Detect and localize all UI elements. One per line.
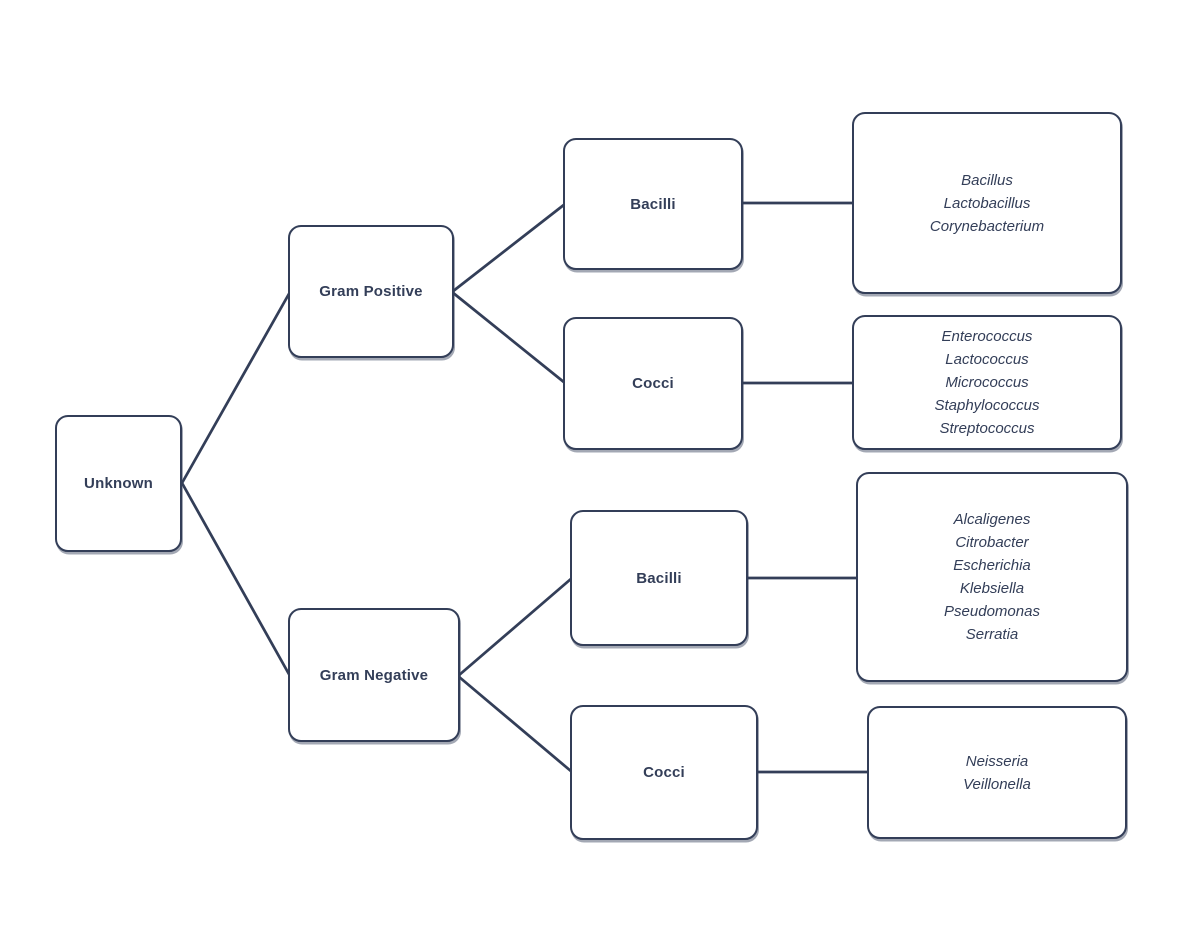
genus-item: Streptococcus: [939, 420, 1035, 437]
node-gp-cocci: Cocci: [563, 317, 743, 450]
node-gp-cocci-genera: Enterococcus Lactococcus Micrococcus Sta…: [852, 315, 1122, 450]
node-gram-positive: Gram Positive: [288, 225, 454, 358]
edge-unknown-gram-positive: [180, 290, 292, 485]
node-gram-positive-label: Gram Positive: [319, 283, 423, 300]
node-gp-bacilli-label: Bacilli: [630, 195, 676, 213]
genus-item: Klebsiella: [959, 580, 1025, 597]
node-gn-cocci-label: Cocci: [643, 764, 685, 781]
node-gram-negative-label: Gram Negative: [319, 666, 429, 684]
node-gn-bacilli-genera: Alcaligenes Citrobacter Escherichia Kleb…: [856, 472, 1128, 682]
genus-item: Escherichia: [953, 557, 1031, 574]
edge-gram-positive-cocci: [450, 290, 567, 385]
genus-item: Enterococcus: [941, 328, 1033, 345]
node-gn-bacilli-label: Bacilli: [636, 569, 682, 587]
genus-item: Lactobacillus: [943, 194, 1031, 212]
node-gp-bacilli-genera: Bacillus Lactobacillus Corynebacterium: [852, 112, 1122, 294]
genus-item: Staphylococcus: [934, 397, 1040, 414]
genus-item: Corynebacterium: [929, 217, 1045, 235]
genus-item: Pseudomonas: [944, 603, 1040, 620]
node-gn-cocci-genera: Neisseria Veillonella: [867, 706, 1127, 839]
genus-item: Micrococcus: [945, 374, 1029, 391]
node-unknown-label: Unknown: [84, 475, 153, 492]
genus-item: Alcaligenes: [953, 511, 1031, 528]
node-gp-cocci-label: Cocci: [632, 375, 674, 392]
node-gn-cocci: Cocci: [570, 705, 758, 840]
node-gn-bacilli: Bacilli: [570, 510, 748, 646]
genus-item: Lactococcus: [945, 351, 1029, 368]
genus-item: Serratia: [965, 626, 1019, 643]
edge-unknown-gram-negative: [180, 481, 292, 678]
genus-item: Neisseria: [965, 752, 1029, 770]
node-gram-negative: Gram Negative: [288, 608, 460, 742]
genus-item: Citrobacter: [955, 534, 1029, 551]
edge-gram-positive-bacilli: [450, 202, 567, 294]
edge-gram-negative-cocci: [456, 674, 574, 774]
genus-item: Veillonella: [963, 775, 1031, 793]
genus-item: Bacillus: [961, 171, 1013, 189]
node-gp-bacilli: Bacilli: [563, 138, 743, 270]
edge-gram-negative-bacilli: [456, 576, 574, 678]
node-unknown: Unknown: [55, 415, 182, 552]
